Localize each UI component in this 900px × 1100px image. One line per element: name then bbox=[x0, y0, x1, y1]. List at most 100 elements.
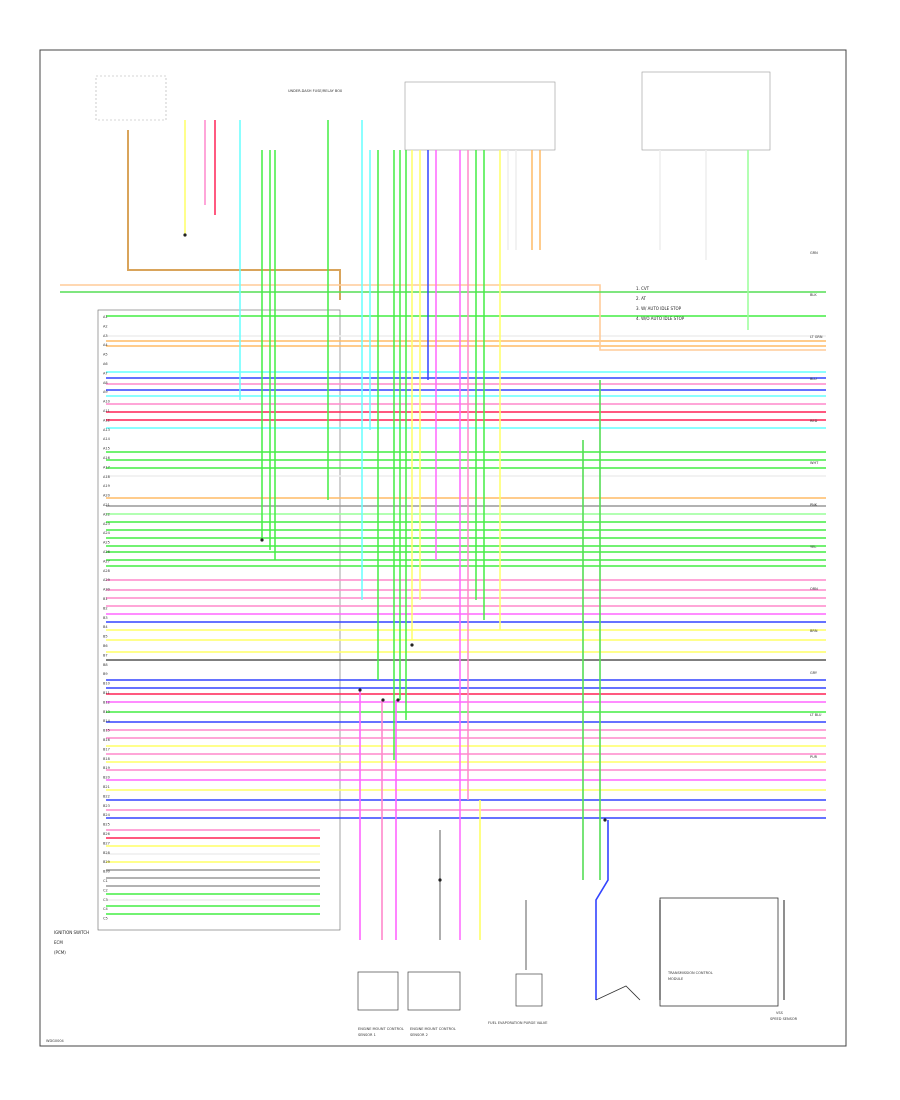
speed-wire-3 bbox=[595, 820, 609, 1000]
pin-label: B16 bbox=[103, 738, 110, 742]
pin-label: A27 bbox=[103, 559, 110, 563]
pin-label: B6 bbox=[103, 644, 108, 648]
engine-sensor-2-sub: SENSOR 2 bbox=[410, 1033, 428, 1037]
pin-label: A12 bbox=[103, 418, 110, 422]
wire-color-tag: YEL bbox=[810, 545, 816, 549]
pin-label: A13 bbox=[103, 428, 110, 432]
pin-label: B3 bbox=[103, 616, 108, 620]
wire-color-tag: PNK bbox=[810, 503, 818, 507]
pin-label: A1 bbox=[103, 315, 108, 319]
pin-label: B18 bbox=[103, 757, 110, 761]
speed-sensor-sub: SPEED SENSOR bbox=[770, 1017, 798, 1021]
pin-label: B24 bbox=[103, 813, 111, 817]
junction-dot bbox=[410, 643, 414, 647]
ecm-sub2: (PCM) bbox=[54, 950, 66, 955]
pin-label: C5 bbox=[103, 917, 108, 921]
pin-label: B13 bbox=[103, 710, 110, 714]
pin-label: A30 bbox=[103, 588, 110, 592]
fuel-valve-label: FUEL EVAPORATION PURGE VALVE bbox=[488, 1021, 547, 1025]
pin-label: A25 bbox=[103, 541, 110, 545]
speed-sensor-label: VSS bbox=[776, 1011, 784, 1015]
wire-color-tag: BLU bbox=[810, 377, 817, 381]
wire-color-tag: LT GRN bbox=[810, 335, 823, 339]
tcm-sub: MODULE bbox=[668, 977, 683, 981]
ignition-feed bbox=[127, 130, 341, 300]
pin-label: A6 bbox=[103, 362, 108, 366]
pin-label: B29 bbox=[103, 860, 110, 864]
pin-label: B4 bbox=[103, 625, 108, 629]
wire-color-tag: BLK bbox=[810, 293, 817, 297]
pin-label: A16 bbox=[103, 456, 110, 460]
pin-label: A3 bbox=[103, 334, 108, 338]
pin-label: A23 bbox=[103, 522, 110, 526]
pin-label: A28 bbox=[103, 569, 110, 573]
pin-label: B30 bbox=[103, 870, 110, 874]
pin-label: B11 bbox=[103, 691, 110, 695]
pin-label: A10 bbox=[103, 400, 110, 404]
wire-color-tag: ORN bbox=[810, 587, 818, 591]
pin-label: B26 bbox=[103, 832, 110, 836]
legend-item-3: 3. W/ AUTO IDLE STOP bbox=[636, 306, 682, 311]
wire-color-tag: LT BLU bbox=[810, 713, 822, 717]
relay-box-right bbox=[641, 71, 771, 151]
pin-label: A24 bbox=[103, 531, 111, 535]
wire-color-tag: PUR bbox=[810, 755, 818, 759]
legend-item-2: 2. AT bbox=[636, 296, 647, 301]
pin-label: B19 bbox=[103, 766, 110, 770]
pin-label: B8 bbox=[103, 663, 108, 667]
wire-color-tag: BRN bbox=[810, 629, 818, 633]
junction-dot bbox=[358, 688, 362, 692]
wire-color-tag: RED bbox=[810, 419, 818, 423]
junction-dot bbox=[396, 698, 400, 702]
tcm-box bbox=[659, 897, 779, 1007]
footer-code: WDG0004 bbox=[46, 1039, 65, 1043]
pin-label: B21 bbox=[103, 785, 110, 789]
engine-sensor-2-label: ENGINE MOUNT CONTROL bbox=[410, 1027, 456, 1031]
ecm-box bbox=[97, 309, 341, 931]
connector-taps bbox=[183, 233, 607, 882]
wire-color-tag: GRN bbox=[810, 251, 818, 255]
wires bbox=[60, 120, 826, 1000]
pin-label: A15 bbox=[103, 447, 110, 451]
junction-dot bbox=[381, 698, 385, 702]
ecm-sub: ECM bbox=[54, 940, 63, 945]
legend: 1. CVT 2. AT 3. W/ AUTO IDLE STOP 4. W/O… bbox=[636, 286, 685, 321]
ignition-switch-box bbox=[95, 75, 167, 121]
pin-label: B23 bbox=[103, 804, 110, 808]
pin-label: B25 bbox=[103, 823, 110, 827]
engine-sensor-2-box bbox=[407, 971, 461, 1011]
pin-label: B5 bbox=[103, 635, 108, 639]
legend-item-4: 4. W/O AUTO IDLE STOP bbox=[636, 316, 685, 321]
diagram-border bbox=[39, 49, 847, 1047]
pin-label: A4 bbox=[103, 343, 108, 347]
pin-label: B27 bbox=[103, 841, 110, 845]
pin-label: B12 bbox=[103, 700, 110, 704]
pin-label: A14 bbox=[103, 437, 111, 441]
pin-label: A5 bbox=[103, 353, 108, 357]
pin-label: A9 bbox=[103, 390, 108, 394]
pin-label: B10 bbox=[103, 682, 110, 686]
pin-label: A8 bbox=[103, 381, 108, 385]
wire-color-tag: WHT bbox=[810, 461, 819, 465]
pin-label: C3 bbox=[103, 898, 108, 902]
pin-label: A21 bbox=[103, 503, 110, 507]
pin-label: B14 bbox=[103, 719, 111, 723]
junction-dot bbox=[603, 818, 607, 822]
pin-label: B1 bbox=[103, 597, 108, 601]
pin-label: A18 bbox=[103, 475, 110, 479]
speed-sensor-symbol bbox=[595, 985, 641, 1001]
pin-label: A2 bbox=[103, 324, 108, 328]
pin-label: B17 bbox=[103, 747, 110, 751]
pin-label: A29 bbox=[103, 578, 110, 582]
pin-label: B20 bbox=[103, 776, 110, 780]
junction-dot bbox=[260, 538, 264, 542]
junction-dot bbox=[183, 233, 187, 237]
pin-label: B22 bbox=[103, 794, 110, 798]
engine-sensor-1-sub: SENSOR 1 bbox=[358, 1033, 376, 1037]
pin-label: C2 bbox=[103, 888, 108, 892]
pin-label: B7 bbox=[103, 653, 108, 657]
pin-label: A17 bbox=[103, 465, 110, 469]
legend-item-1: 1. CVT bbox=[636, 286, 650, 291]
junction-dot bbox=[438, 878, 442, 882]
